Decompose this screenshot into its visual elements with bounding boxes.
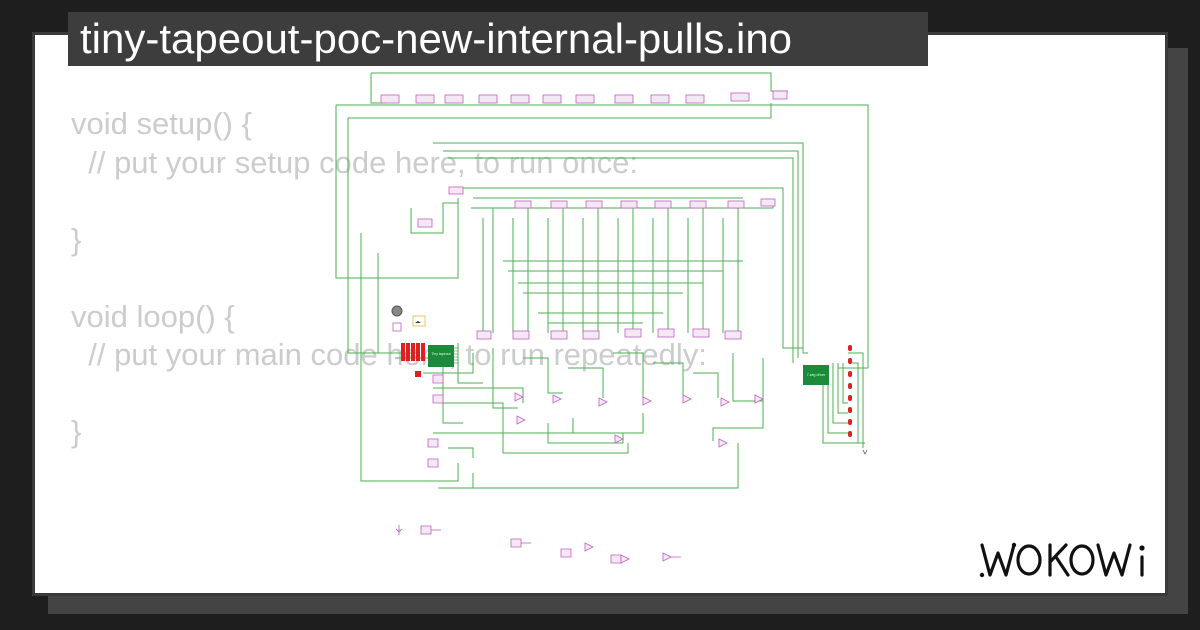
code-line: void loop() {	[71, 298, 235, 334]
code-line: void setup() {	[71, 106, 252, 141]
wokwi-logo-icon	[979, 542, 1145, 578]
chip-left-label: Tiny tapeout	[431, 352, 450, 356]
chip-right-label: 7-seg driver	[807, 373, 826, 377]
left-components	[391, 305, 426, 377]
wires	[335, 72, 869, 489]
lower-gate-row	[476, 328, 742, 340]
code-preview: void setup() { // put your setup code he…	[71, 105, 707, 452]
loose-parts	[395, 525, 681, 564]
ground-icon	[862, 449, 868, 455]
top-gate-row	[380, 90, 788, 104]
circuit-diagram: Tiny tapeout 7-seg driver	[335, 72, 869, 564]
project-title: tiny-tapeout-poc-new-internal-pulls.ino	[80, 15, 793, 62]
led-column	[848, 345, 852, 437]
code-line: // put your setup code here, to run once…	[71, 144, 638, 180]
preview-card: void setup() { // put your setup code he…	[32, 32, 1168, 596]
dip-switch	[401, 343, 425, 361]
code-line: }	[71, 414, 82, 449]
chip-tiny-tapeout: Tiny tapeout	[428, 345, 458, 367]
title-bar: tiny-tapeout-poc-new-internal-pulls.ino	[68, 12, 928, 66]
code-line: // put your main code here, to run repea…	[71, 337, 707, 372]
logic-gates	[427, 374, 764, 468]
code-line: }	[71, 221, 82, 257]
chip-seven-seg-driver: 7-seg driver	[803, 365, 829, 385]
middle-gate-row	[417, 186, 776, 228]
